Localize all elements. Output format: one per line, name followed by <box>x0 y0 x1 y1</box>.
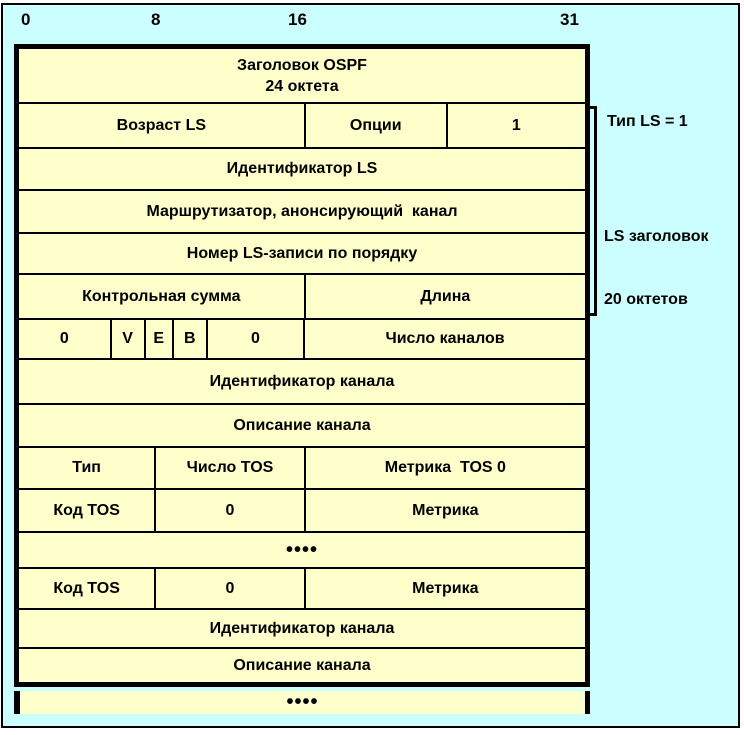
field-ls-age: Возраст LS <box>116 116 207 134</box>
row-link-id-2: Идентификатор канала <box>19 608 585 647</box>
ruler-tick-0: 0 <box>21 10 31 29</box>
field-ls-sequence: Номер LS-записи по порядку <box>186 244 418 262</box>
row-link-data-2: Описание канала <box>19 647 585 682</box>
row-ellipsis-inner: •••• <box>19 531 585 567</box>
ruler-tick-31: 31 <box>560 10 579 29</box>
field-tos-metric-2: Метрика <box>303 569 585 608</box>
field-length: Длина <box>303 275 585 318</box>
field-tos-zero-1: 0 <box>154 490 303 531</box>
field-link-data-2: Описание канала <box>233 656 371 674</box>
row-type-tos-metric: Тип Число TOS Метрика TOS 0 <box>19 446 585 488</box>
row-ls-id: Идентификатор LS <box>19 147 585 189</box>
annotation-ls-header-line1: LS заголовок <box>604 228 709 245</box>
ruler-tick-16: 16 <box>288 10 307 29</box>
ospf-header-line1: Заголовок OSPF <box>237 56 367 74</box>
ellipsis-dots-inner: •••• <box>285 538 318 561</box>
ls-header-bracket-line <box>594 106 597 316</box>
row-link-data-1: Описание канала <box>19 403 585 446</box>
field-tos-code-1: Код TOS <box>53 501 120 519</box>
field-type: Тип <box>72 459 101 476</box>
field-tos-zero-2: 0 <box>154 569 303 608</box>
field-ls-type: 1 <box>445 104 585 147</box>
field-tos-metric-1: Метрика <box>303 490 585 531</box>
field-link-count: Число каналов <box>303 320 585 358</box>
field-link-id-2: Идентификатор канала <box>209 619 395 637</box>
field-flag-e: E <box>143 320 172 358</box>
annotation-ls-header: LS заголовок 20 октетов <box>604 184 709 352</box>
field-zero-1: 0 <box>59 330 69 347</box>
row-advertising-router: Маршрутизатор, анонсирующий канал <box>19 189 585 232</box>
row-flags: 0 V E B 0 Число каналов <box>19 318 585 358</box>
field-link-data-1: Описание канала <box>233 416 371 434</box>
row-ls-age: Возраст LS Опции 1 <box>19 102 585 147</box>
field-options: Опции <box>303 104 446 147</box>
row-ospf-header: Заголовок OSPF 24 октета <box>19 49 585 102</box>
field-metric-tos-0: Метрика TOS 0 <box>303 448 585 488</box>
field-tos-count: Число TOS <box>154 448 303 488</box>
continuation-strip: •••• <box>14 691 590 714</box>
field-flag-v: V <box>109 320 144 358</box>
field-flag-b: B <box>171 320 206 358</box>
row-ls-sequence: Номер LS-записи по порядку <box>19 232 585 273</box>
field-zero-2: 0 <box>205 320 303 358</box>
field-checksum: Контрольная сумма <box>82 287 241 305</box>
row-checksum-length: Контрольная сумма Длина <box>19 273 585 318</box>
row-tos-metric-1: Код TOS 0 Метрика <box>19 488 585 531</box>
field-advertising-router: Маршрутизатор, анонсирующий канал <box>146 202 458 220</box>
row-tos-metric-2: Код TOS 0 Метрика <box>19 567 585 608</box>
field-ls-id: Идентификатор LS <box>226 160 378 177</box>
annotation-ls-type: Тип LS = 1 <box>607 113 688 130</box>
field-tos-code-2: Код TOS <box>53 579 120 597</box>
ellipsis-dots-bottom: •••• <box>286 691 319 713</box>
annotation-ls-header-line2: 20 октетов <box>604 291 688 308</box>
row-link-id-1: Идентификатор канала <box>19 358 585 403</box>
ls-header-bracket-tick-top <box>587 106 595 109</box>
ls-header-bracket-tick-bottom <box>587 313 595 316</box>
packet-box: Заголовок OSPF 24 октета Возраст LS Опци… <box>14 44 590 687</box>
ospf-header-line2: 24 октета <box>265 77 339 95</box>
field-link-id-1: Идентификатор канала <box>209 372 395 390</box>
ruler-tick-8: 8 <box>151 10 161 29</box>
